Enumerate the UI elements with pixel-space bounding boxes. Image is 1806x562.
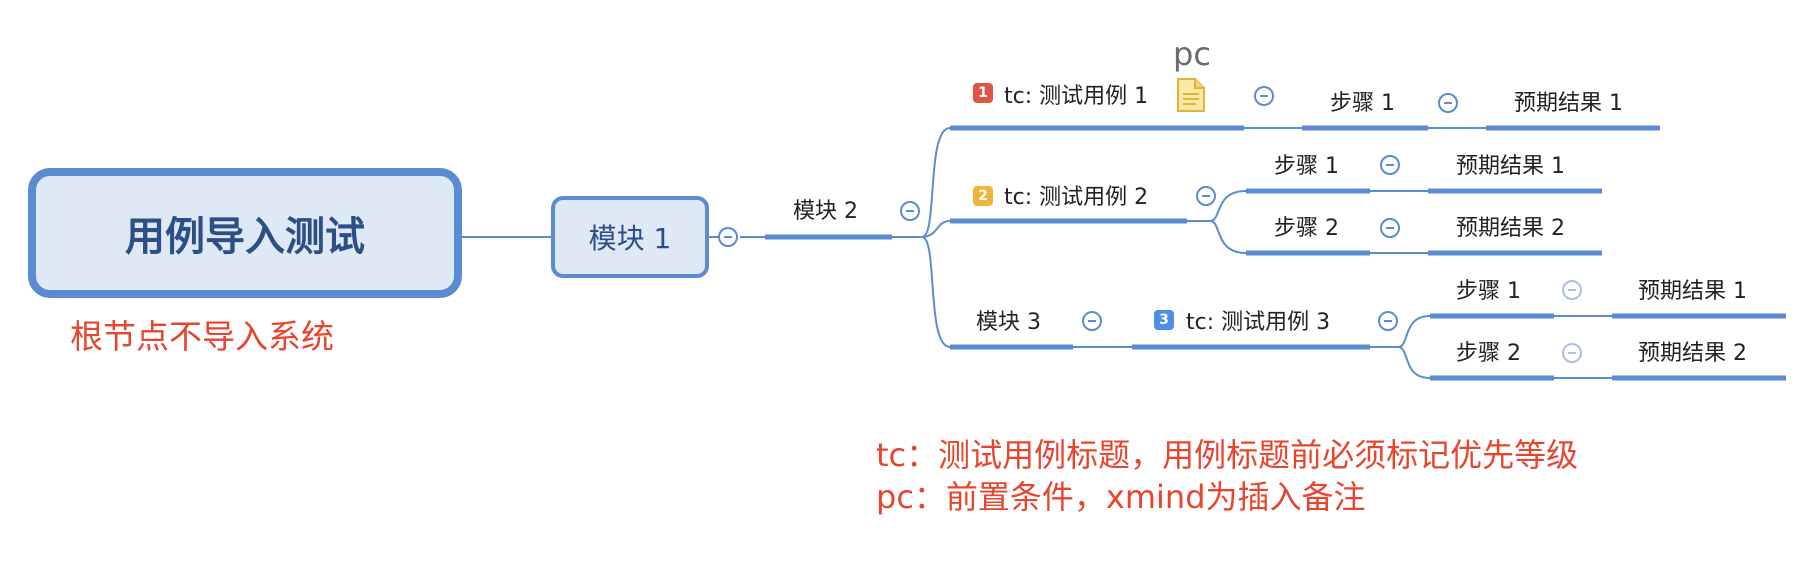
collapse-tc2-step-2-icon[interactable]: [1380, 218, 1400, 238]
module-3-label[interactable]: 模块 3: [976, 310, 1041, 335]
tc2-expected-1[interactable]: 预期结果 1: [1456, 154, 1565, 179]
collapse-module-1-icon[interactable]: [718, 227, 738, 247]
module-2-label[interactable]: 模块 2: [793, 199, 858, 224]
priority-3-badge: 3: [1154, 310, 1174, 330]
collapse-tc1-step-1-icon[interactable]: [1438, 93, 1458, 113]
collapse-testcase-1-icon[interactable]: [1254, 86, 1274, 106]
root-annotation: 根节点不导入系统: [70, 317, 334, 356]
priority-2-badge: 2: [973, 186, 993, 206]
tc3-step-1[interactable]: 步骤 1: [1456, 279, 1521, 304]
collapse-testcase-3-icon[interactable]: [1378, 311, 1398, 331]
testcase-2-label[interactable]: tc: 测试用例 2: [1004, 185, 1149, 210]
legend-tc-line: tc：测试用例标题，用例标题前必须标记优先等级: [876, 436, 1579, 474]
tc3-expected-2[interactable]: 预期结果 2: [1638, 341, 1747, 366]
collapse-tc3-step-1-icon[interactable]: [1562, 280, 1582, 300]
legend-pc-line: pc：前置条件，xmind为插入备注: [876, 478, 1366, 516]
tc2-step-1[interactable]: 步骤 1: [1274, 154, 1339, 179]
tc2-expected-2[interactable]: 预期结果 2: [1456, 216, 1565, 241]
tc1-expected-1[interactable]: 预期结果 1: [1514, 91, 1623, 116]
tc3-step-2[interactable]: 步骤 2: [1456, 341, 1521, 366]
collapse-tc2-step-1-icon[interactable]: [1380, 155, 1400, 175]
root-node[interactable]: 用例导入测试: [28, 168, 462, 298]
tc1-step-1[interactable]: 步骤 1: [1330, 91, 1395, 116]
testcase-1-label[interactable]: tc: 测试用例 1: [1004, 84, 1149, 109]
tc3-expected-1[interactable]: 预期结果 1: [1638, 279, 1747, 304]
collapse-module-3-icon[interactable]: [1082, 311, 1102, 331]
precondition-marker: pc: [1173, 35, 1211, 73]
root-node-label: 用例导入测试: [125, 214, 365, 260]
testcase-3-label[interactable]: tc: 测试用例 3: [1186, 310, 1331, 335]
module-1-node[interactable]: 模块 1: [551, 196, 709, 278]
priority-1-badge: 1: [973, 83, 993, 103]
module-1-label: 模块 1: [588, 222, 672, 255]
tc2-step-2[interactable]: 步骤 2: [1274, 216, 1339, 241]
collapse-testcase-2-icon[interactable]: [1196, 186, 1216, 206]
note-icon[interactable]: [1176, 77, 1206, 113]
collapse-tc3-step-2-icon[interactable]: [1562, 343, 1582, 363]
collapse-module-2-icon[interactable]: [900, 201, 920, 221]
